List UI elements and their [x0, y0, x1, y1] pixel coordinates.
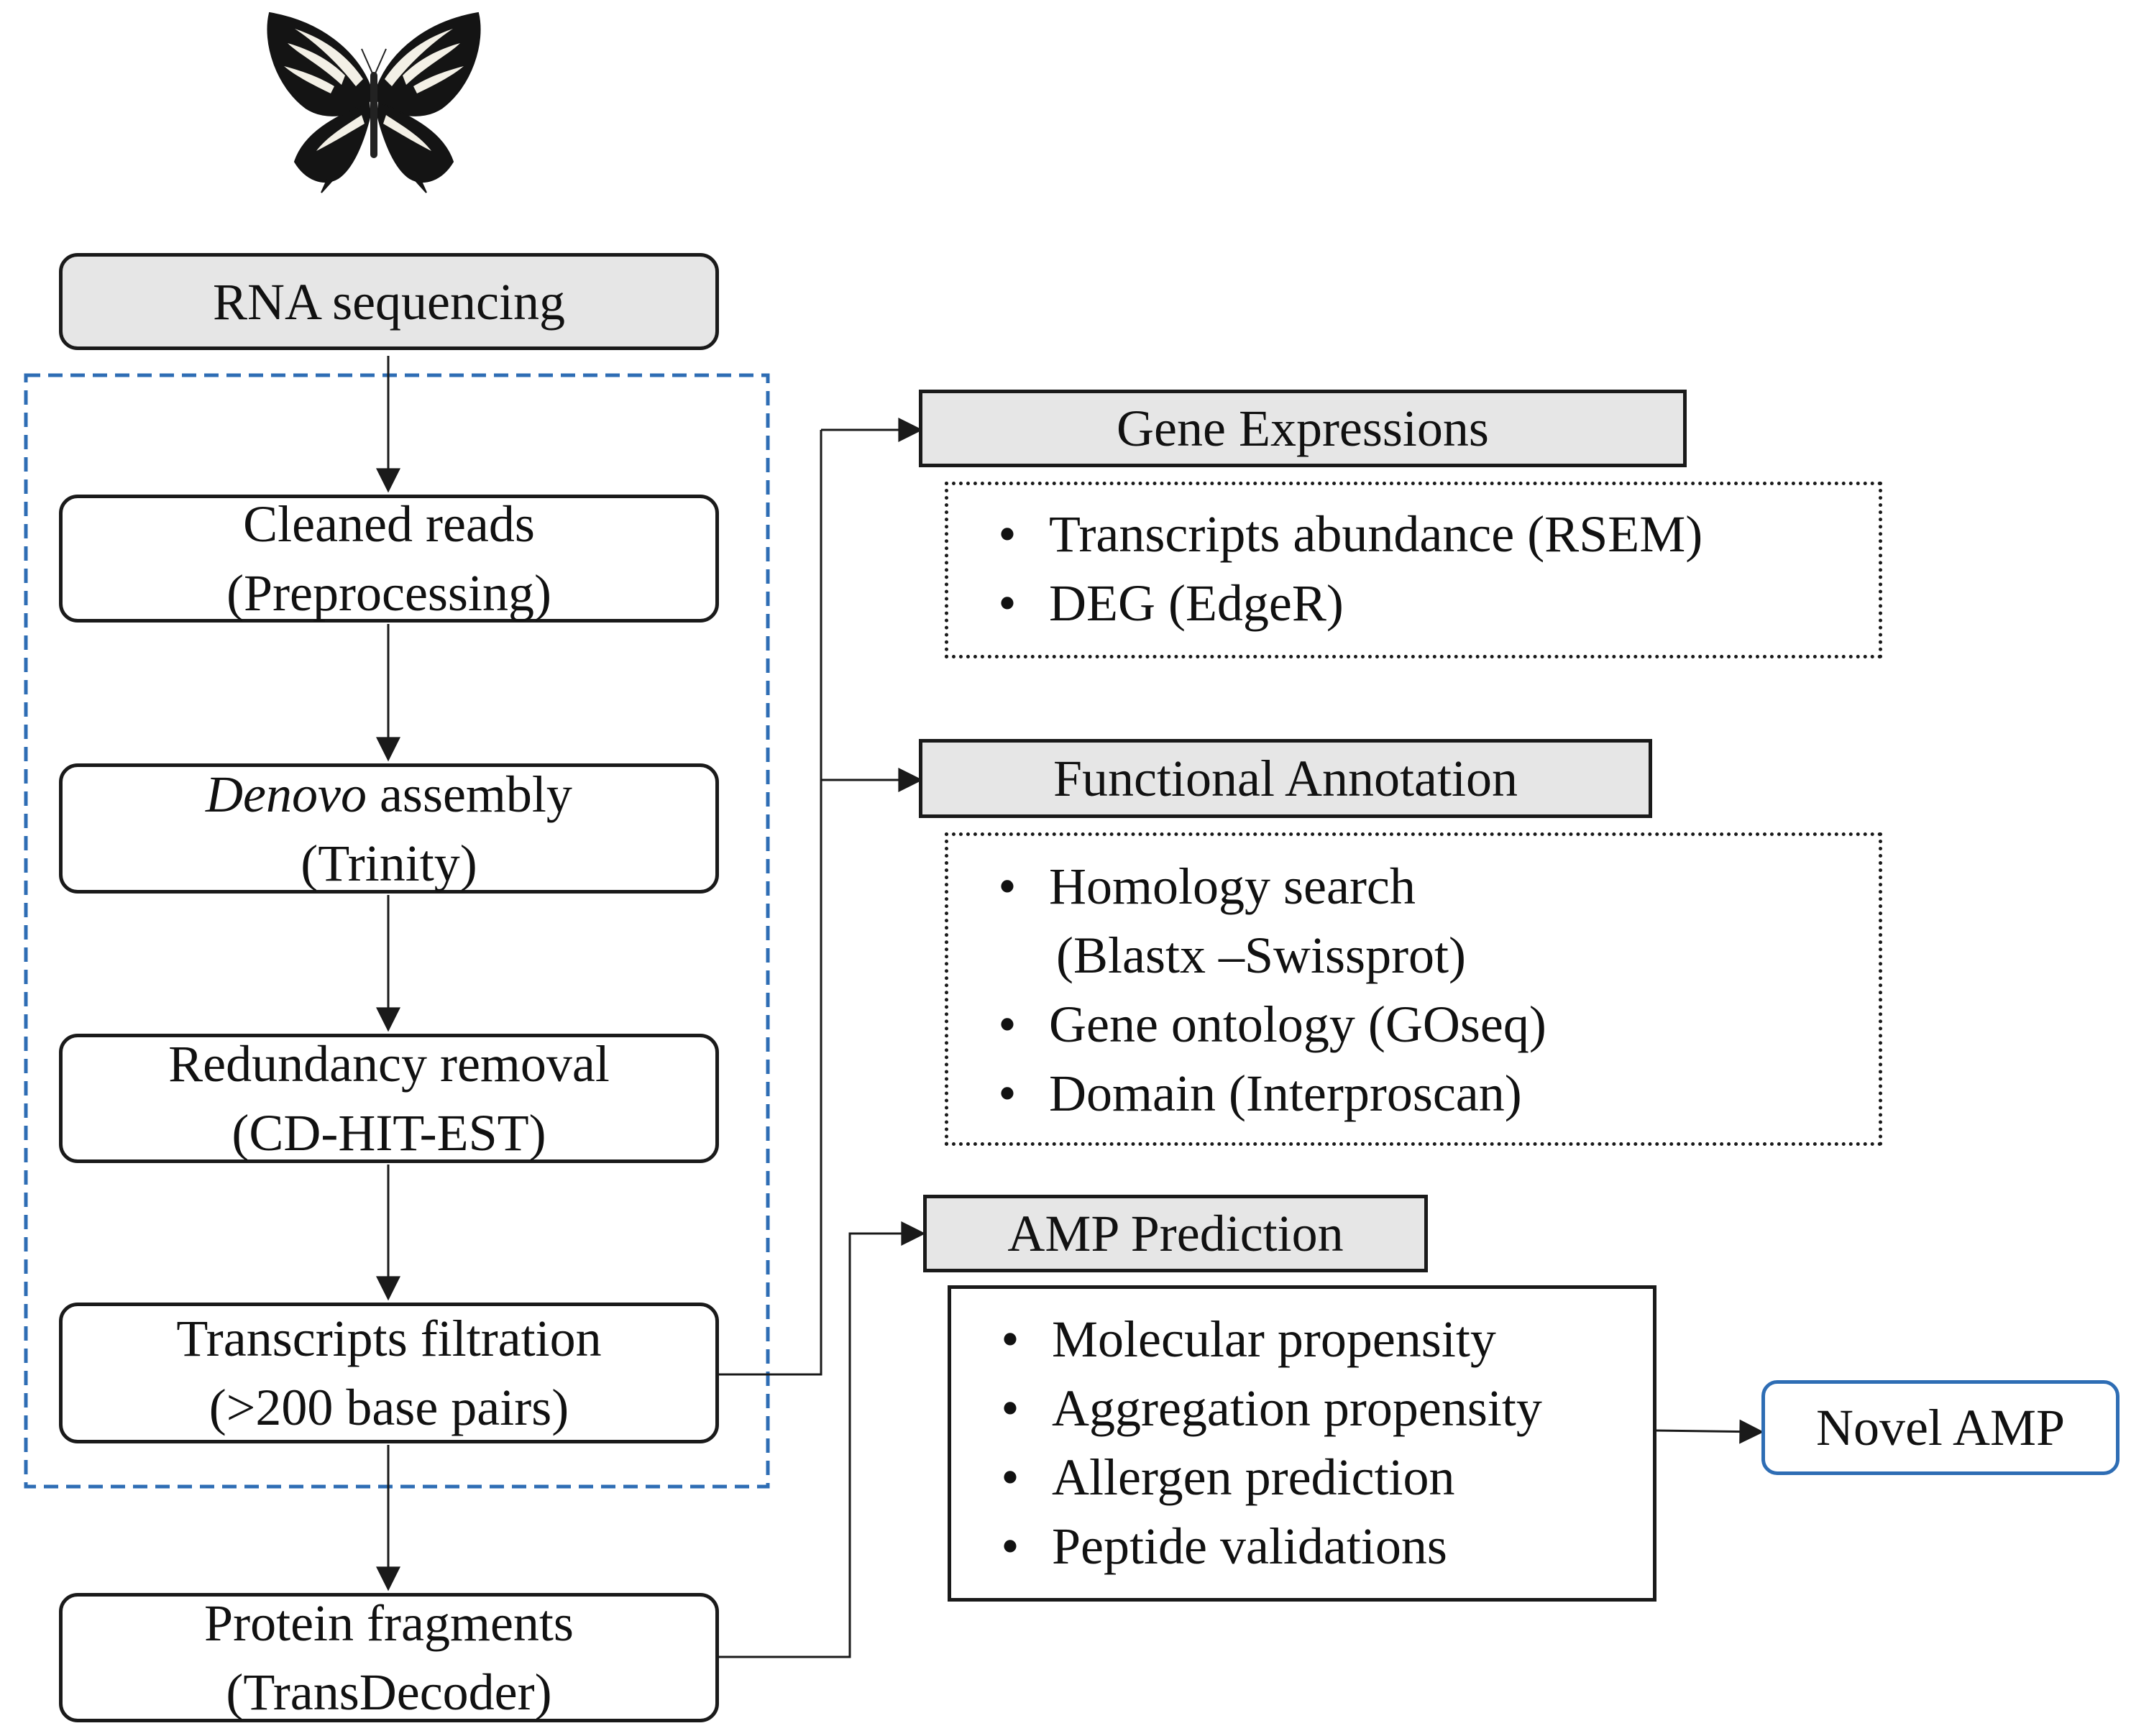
- cleaned-reads-line2: (Preprocessing): [226, 564, 551, 622]
- list-item: •Peptide validations: [989, 1512, 1542, 1581]
- redundancy-removal-line2: (CD-HIT-EST): [232, 1104, 546, 1162]
- functional-annotation-panel: •Homology search (Blastx –Swissprot) •Ge…: [945, 832, 1882, 1146]
- cleaned-reads-line1: Cleaned reads: [243, 495, 535, 553]
- amp-prediction-list: •Molecular propensity •Aggregation prope…: [989, 1305, 1542, 1581]
- redundancy-removal-line1: Redundancy removal: [168, 1035, 610, 1093]
- gene-expressions-header: Gene Expressions: [919, 390, 1687, 467]
- novel-amp-label: Novel AMP: [1815, 1399, 2066, 1456]
- pipeline-group-outline: [24, 373, 770, 1489]
- transcripts-filtration-line1: Transcripts filtration: [176, 1310, 602, 1367]
- bullet-icon: •: [1001, 1310, 1019, 1368]
- rna-sequencing-label: RNA sequencing: [213, 272, 565, 331]
- amp-prediction-header: AMP Prediction: [923, 1195, 1428, 1272]
- bullet-icon: •: [998, 1065, 1017, 1122]
- list-item: •Homology search: [986, 852, 1546, 921]
- protein-fragments-box: Protein fragments (TransDecoder): [59, 1593, 719, 1722]
- list-item: •DEG (EdgeR): [986, 569, 1702, 638]
- redundancy-removal-box: Redundancy removal (CD-HIT-EST): [59, 1034, 719, 1163]
- amp-prediction-panel: •Molecular propensity •Aggregation prope…: [948, 1285, 1656, 1602]
- amp-prediction-title: AMP Prediction: [1007, 1205, 1344, 1262]
- denovo-assembly-line2: (Trinity): [301, 834, 477, 892]
- list-item: •Aggregation propensity: [989, 1374, 1541, 1443]
- bullet-icon: •: [998, 505, 1017, 563]
- list-item: •Gene ontology (GOseq): [986, 990, 1546, 1059]
- denovo-assembly-box: Denovo assembly (Trinity): [59, 763, 719, 894]
- denovo-assembly-rest: assembly: [366, 765, 572, 823]
- functional-annotation-header: Functional Annotation: [919, 739, 1652, 818]
- gene-expressions-title: Gene Expressions: [1117, 400, 1489, 457]
- list-item: •Transcripts abundance (RSEM): [986, 500, 1702, 569]
- bullet-icon: •: [1001, 1379, 1019, 1437]
- connector-protein-to-amp: [719, 1221, 926, 1658]
- connector-filtration-branch: [719, 430, 822, 1376]
- gene-expressions-list: •Transcripts abundance (RSEM) •DEG (Edge…: [986, 500, 1702, 638]
- transcripts-filtration-box: Transcripts filtration (>200 base pairs): [59, 1303, 719, 1443]
- denovo-term: Denovo: [206, 765, 367, 823]
- cleaned-reads-box: Cleaned reads (Preprocessing): [59, 495, 719, 623]
- protein-fragments-line1: Protein fragments: [204, 1594, 574, 1652]
- rna-sequencing-box: RNA sequencing: [59, 253, 719, 350]
- bullet-icon: •: [998, 858, 1017, 915]
- bullet-icon: •: [998, 574, 1017, 632]
- functional-annotation-list: •Homology search (Blastx –Swissprot) •Ge…: [986, 852, 1546, 1128]
- functional-annotation-title: Functional Annotation: [1053, 750, 1518, 807]
- bullet-icon: •: [998, 996, 1017, 1053]
- bullet-icon: •: [1001, 1517, 1019, 1575]
- list-item: •Molecular propensity: [989, 1305, 1542, 1374]
- arrow-amp-to-novel: [1654, 1419, 1764, 1444]
- bullet-icon: •: [1001, 1448, 1019, 1506]
- transcripts-filtration-line2: (>200 base pairs): [208, 1379, 569, 1436]
- denovo-assembly-line1: Denovo assembly: [206, 760, 572, 829]
- list-item: •Allergen prediction: [989, 1443, 1542, 1512]
- list-item-continuation: (Blastx –Swissprot): [1056, 927, 1467, 984]
- butterfly-icon: [267, 12, 481, 193]
- gene-expressions-panel: •Transcripts abundance (RSEM) •DEG (Edge…: [945, 482, 1882, 658]
- novel-amp-box: Novel AMP: [1761, 1380, 2119, 1475]
- list-item: •Domain (Interproscan): [986, 1059, 1546, 1128]
- protein-fragments-line2: (TransDecoder): [226, 1663, 552, 1721]
